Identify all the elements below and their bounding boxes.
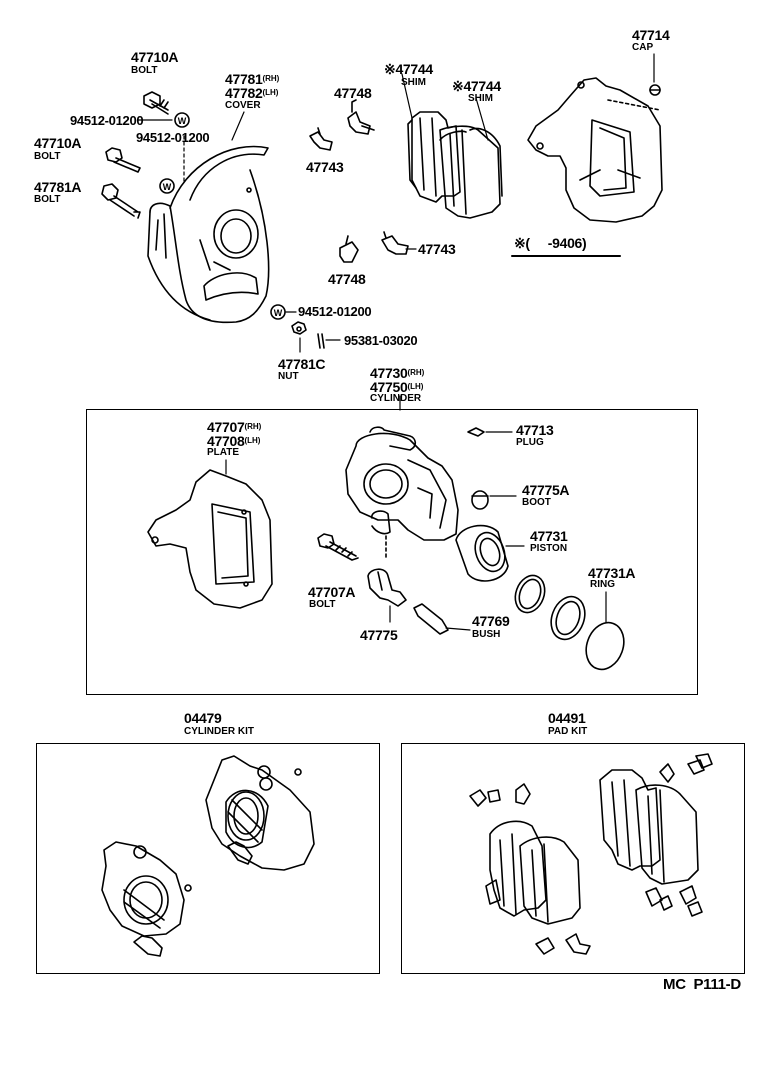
nut-47781c-icon (291, 321, 307, 335)
boot-47775-icon (367, 568, 407, 607)
label-shim-a-name: SHIM (401, 77, 426, 88)
label-47748-top: 47748 (334, 85, 372, 101)
label-washer-c: 94512-01200 (298, 304, 372, 319)
dust-cover-icon (147, 145, 270, 324)
label-cylinder-rh: 47730(RH) (370, 365, 425, 381)
label-cap-name: CAP (632, 42, 654, 53)
washer-b-icon (159, 178, 175, 194)
label-plate-name: PLATE (207, 447, 240, 458)
clip-47743-top-icon (309, 127, 333, 151)
caliper-cylinder-icon (345, 426, 459, 561)
caliper-plate-icon (147, 459, 273, 609)
washer-b-glyph: W (163, 182, 172, 192)
bolt-47781a-icon (101, 183, 141, 219)
label-cylinder-name: CYLINDER (370, 393, 422, 404)
label-nut-name: NUT (278, 371, 299, 382)
clip-47743-bottom-icon (381, 231, 409, 255)
label-47775: 47775 (360, 627, 398, 643)
label-plate-rh: 47707(RH) (207, 419, 262, 435)
clip-47748-bottom-icon (339, 235, 359, 263)
label-plug-num: 47713 (516, 422, 554, 438)
label-ring-num: 47731A (588, 565, 636, 581)
label-47781a: 47781A (34, 179, 82, 195)
label-47748-bottom: 47748 (328, 271, 366, 287)
washer-a-icon (174, 112, 190, 128)
bolt-47710a-mid-icon (105, 147, 141, 173)
label-cover-lh: 47782(LH) (225, 85, 279, 101)
label-ring-name: RING (590, 579, 615, 590)
label-nut-num: 47781C (278, 356, 326, 372)
brake-pads-top-icon (407, 111, 503, 219)
label-bolt-47707a: 47707A (308, 584, 356, 600)
label-plug-name: PLUG (516, 437, 544, 448)
washer-a-glyph: W (178, 116, 187, 126)
caliper-bracket-icon (527, 77, 663, 223)
bolt-47710a-top-icon (143, 91, 169, 115)
label-cap-num: 47714 (632, 27, 670, 43)
label-boot-num: 47775A (522, 482, 570, 498)
cylinder-kit-box (36, 743, 380, 974)
label-shim-b: ※47744 (452, 78, 501, 94)
label-47743-top: 47743 (306, 159, 344, 175)
label-washer-b: 94512-01200 (136, 130, 210, 145)
plug-47713-icon (467, 427, 513, 437)
label-47710a-mid: 47710A (34, 135, 82, 151)
label-boot-name: BOOT (522, 497, 551, 508)
label-bolt-mid: BOLT (34, 151, 61, 162)
cylinder-section-box (86, 409, 698, 695)
piston-47731-icon (455, 524, 525, 582)
label-bolt-47781a: BOLT (34, 194, 61, 205)
label-bolt-47707a-name: BOLT (309, 599, 336, 610)
label-bolt-top: BOLT (131, 65, 158, 76)
label-cylinder-kit-name: CYLINDER KIT (184, 726, 254, 737)
label-pin: 95381-03020 (344, 333, 418, 348)
label-cover-name: COVER (225, 100, 261, 111)
label-cover-rh: 47781(RH) (225, 71, 280, 87)
label-pad-kit-name: PAD KIT (548, 726, 588, 737)
seal-ring-icon (514, 574, 546, 614)
label-piston-name: PISTON (530, 543, 568, 554)
cap-47714-icon (649, 53, 661, 96)
pad-kit-drawing (469, 753, 713, 955)
label-shim-a: ※47744 (384, 61, 433, 77)
label-piston-num: 47731 (530, 528, 568, 544)
label-plate-lh: 47708(LH) (207, 433, 261, 449)
clip-47748-top-icon (347, 99, 375, 135)
footer-code: MC P111-D (663, 976, 741, 993)
label-bush-num: 47769 (472, 613, 510, 629)
label-bush-name: BUSH (472, 629, 501, 640)
bush-47769-icon (413, 603, 471, 635)
bolt-47707a-icon (317, 533, 359, 561)
ring-47731a-icon (550, 591, 625, 671)
label-note: ※( -9406) (514, 235, 587, 251)
label-47710a-top: 47710A (131, 49, 179, 65)
washer-c-icon (270, 304, 286, 320)
label-washer-a: 94512-01200 (70, 113, 144, 128)
label-47743-bottom: 47743 (418, 241, 456, 257)
boot-47775a-icon (471, 490, 517, 510)
pin-95381-icon (317, 333, 341, 349)
label-cylinder-kit-num: 04479 (184, 710, 222, 726)
label-pad-kit-num: 04491 (548, 710, 586, 726)
washer-c-glyph: W (274, 308, 283, 318)
label-cylinder-lh: 47750(LH) (370, 379, 424, 395)
cylinder-kit-drawing (101, 755, 315, 957)
pad-kit-box (401, 743, 745, 974)
label-shim-b-name: SHIM (468, 93, 493, 104)
